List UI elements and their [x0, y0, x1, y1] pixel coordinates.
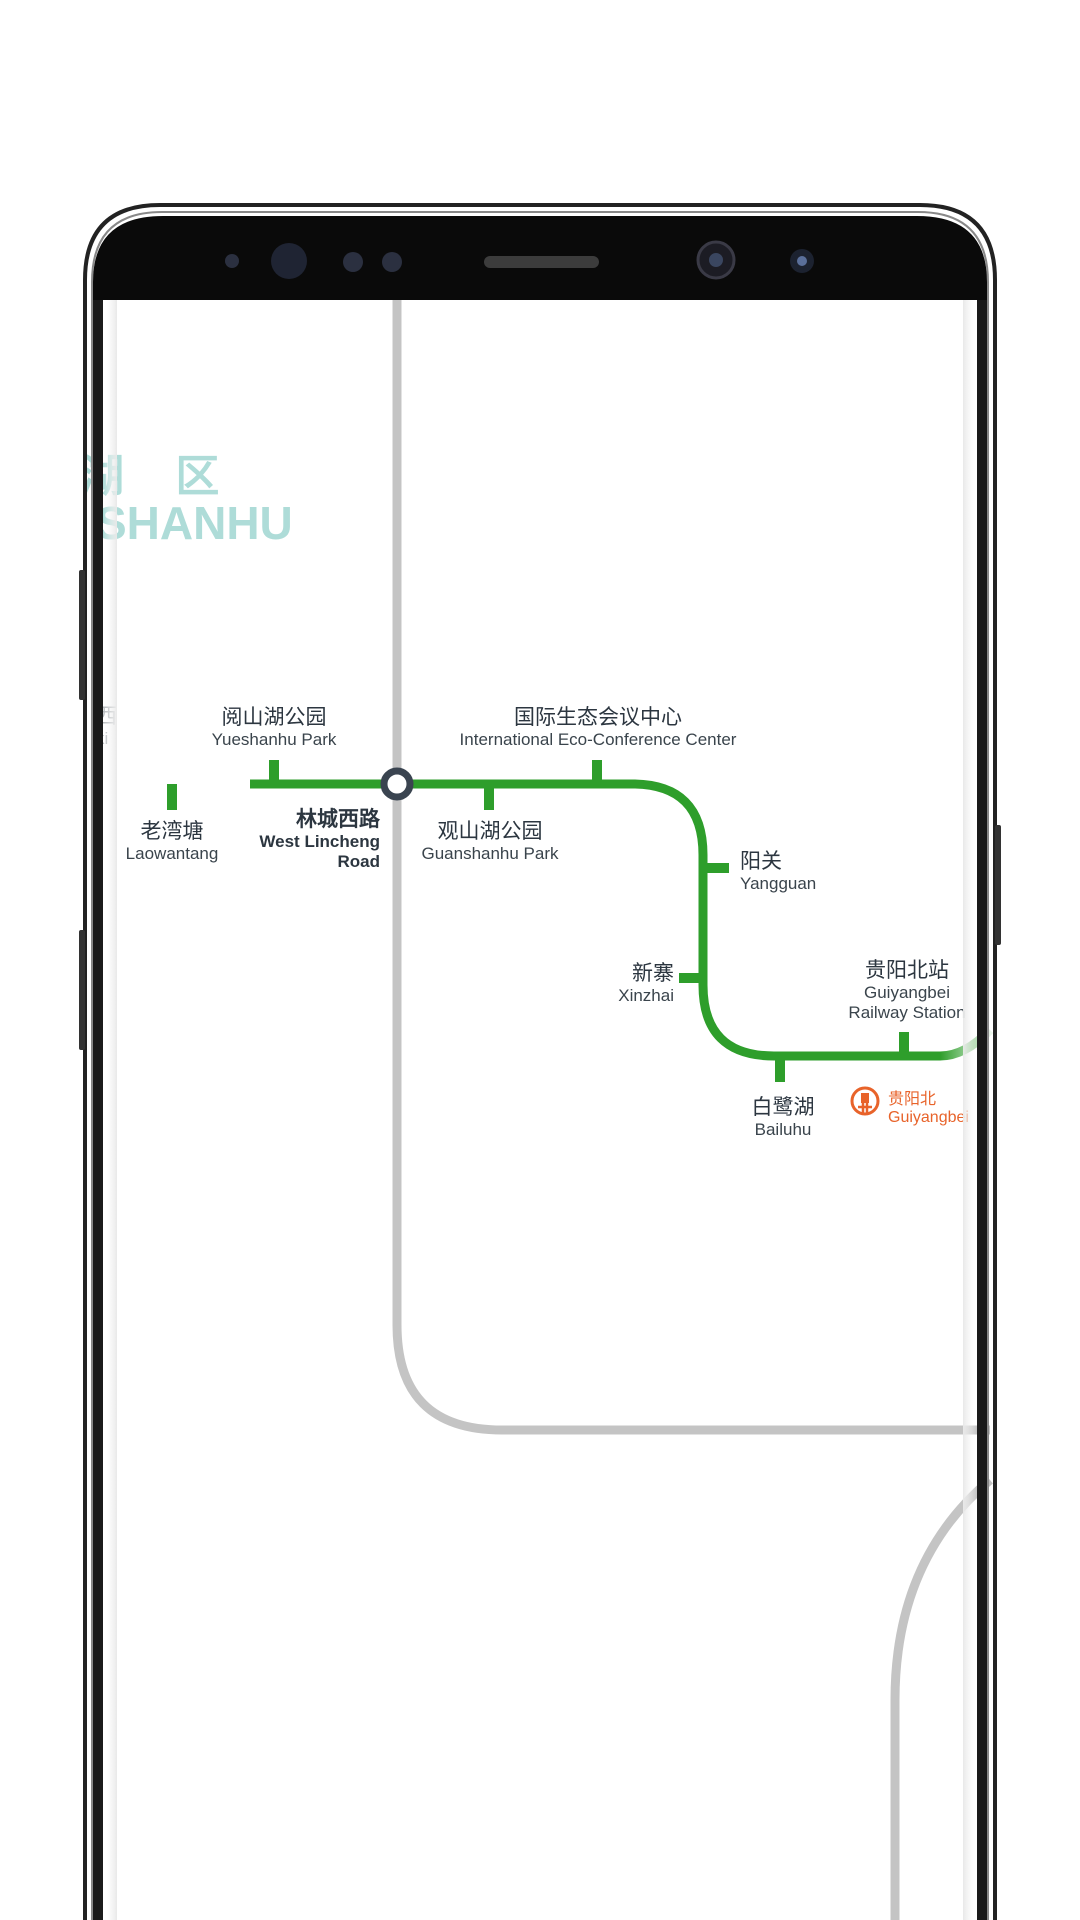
station-label-guanshanhu-park[interactable]: 观山湖公园 Guanshanhu Park: [421, 818, 558, 864]
station-name-en: Guanshanhu Park: [421, 844, 559, 863]
station-name-cn: 林城西路: [296, 807, 380, 831]
station-name-cn: 观山湖公园: [437, 819, 543, 843]
green-metro-line-east: [939, 1026, 994, 1061]
district-label-cn: 湖 区: [80, 451, 238, 502]
station-label-guiyangbei-railway-station[interactable]: 贵阳北站 Guiyangbei Railway Station: [848, 957, 965, 1023]
railway-station-name-en: Guiyangbei: [888, 1109, 969, 1126]
railway-station-icon: [850, 1086, 880, 1116]
station-label-yueshanhu-park[interactable]: 阅山湖公园 Yueshanhu Park: [212, 704, 337, 750]
district-label-en: SHANHU: [96, 497, 293, 549]
station-name-cn: 贵阳北站: [864, 958, 949, 982]
station-label-west-lincheng-road[interactable]: 林城西路 West Lincheng Road: [259, 806, 380, 872]
station-tick-yueshanhu-park[interactable]: [269, 760, 279, 786]
station-name-en: Yueshanhu Park: [211, 730, 337, 749]
station-name-cn: 阅山湖公园: [221, 705, 327, 729]
station-name-en-line2: Road: [337, 852, 381, 871]
station-tick-yangguan[interactable]: [703, 863, 729, 873]
station-name-cn: 阳关: [740, 849, 782, 873]
station-name-en: Laowantang: [125, 844, 219, 863]
station-name-en-line2: Railway Station: [848, 1003, 966, 1022]
station-tick-laowantang[interactable]: [167, 784, 177, 810]
station-tick-bailuhu[interactable]: [775, 1056, 785, 1082]
station-name-cn: 老湾塘: [140, 819, 204, 843]
station-name-en: ki: [96, 729, 109, 748]
station-label-bailuhu[interactable]: 白鹭湖 Bailuhu: [752, 1094, 815, 1140]
station-name-en: Xinzhai: [618, 986, 674, 1005]
railway-station-label[interactable]: 贵阳北 Guiyangbei: [888, 1089, 969, 1127]
station-label-eco-conference-center[interactable]: 国际生态会议中心 International Eco-Conference Ce…: [460, 704, 737, 750]
station-name-en: International Eco-Conference Center: [459, 730, 737, 749]
grey-metro-line-curve: [890, 1476, 993, 1920]
station-name-cn: 西: [96, 704, 117, 728]
railway-station-name-cn: 贵阳北: [888, 1089, 937, 1108]
station-tick-guanshanhu-park[interactable]: [484, 784, 494, 810]
station-name-cn: 白鹭湖: [751, 1095, 815, 1119]
station-name-cn: 新寨: [632, 961, 674, 985]
station-label-edge-west[interactable]: 西 ki: [96, 703, 117, 749]
station-name-en: Yangguan: [740, 874, 817, 893]
station-label-xinzhai[interactable]: 新寨 Xinzhai: [618, 960, 674, 1006]
station-tick-eco-conference-center[interactable]: [592, 760, 602, 786]
grey-metro-line: [392, 300, 990, 1435]
station-label-laowantang[interactable]: 老湾塘 Laowantang: [126, 818, 219, 864]
station-name-cn: 国际生态会议中心: [513, 705, 682, 729]
station-label-yangguan[interactable]: 阳关 Yangguan: [740, 848, 816, 894]
station-name-en: Bailuhu: [754, 1120, 812, 1139]
station-tick-xinzhai[interactable]: [679, 973, 705, 983]
station-name-en: West Lincheng: [259, 832, 380, 851]
station-name-en: Guiyangbei: [863, 983, 951, 1002]
interchange-west-lincheng-road[interactable]: [380, 767, 414, 801]
station-tick-guiyangbei[interactable]: [899, 1032, 909, 1058]
